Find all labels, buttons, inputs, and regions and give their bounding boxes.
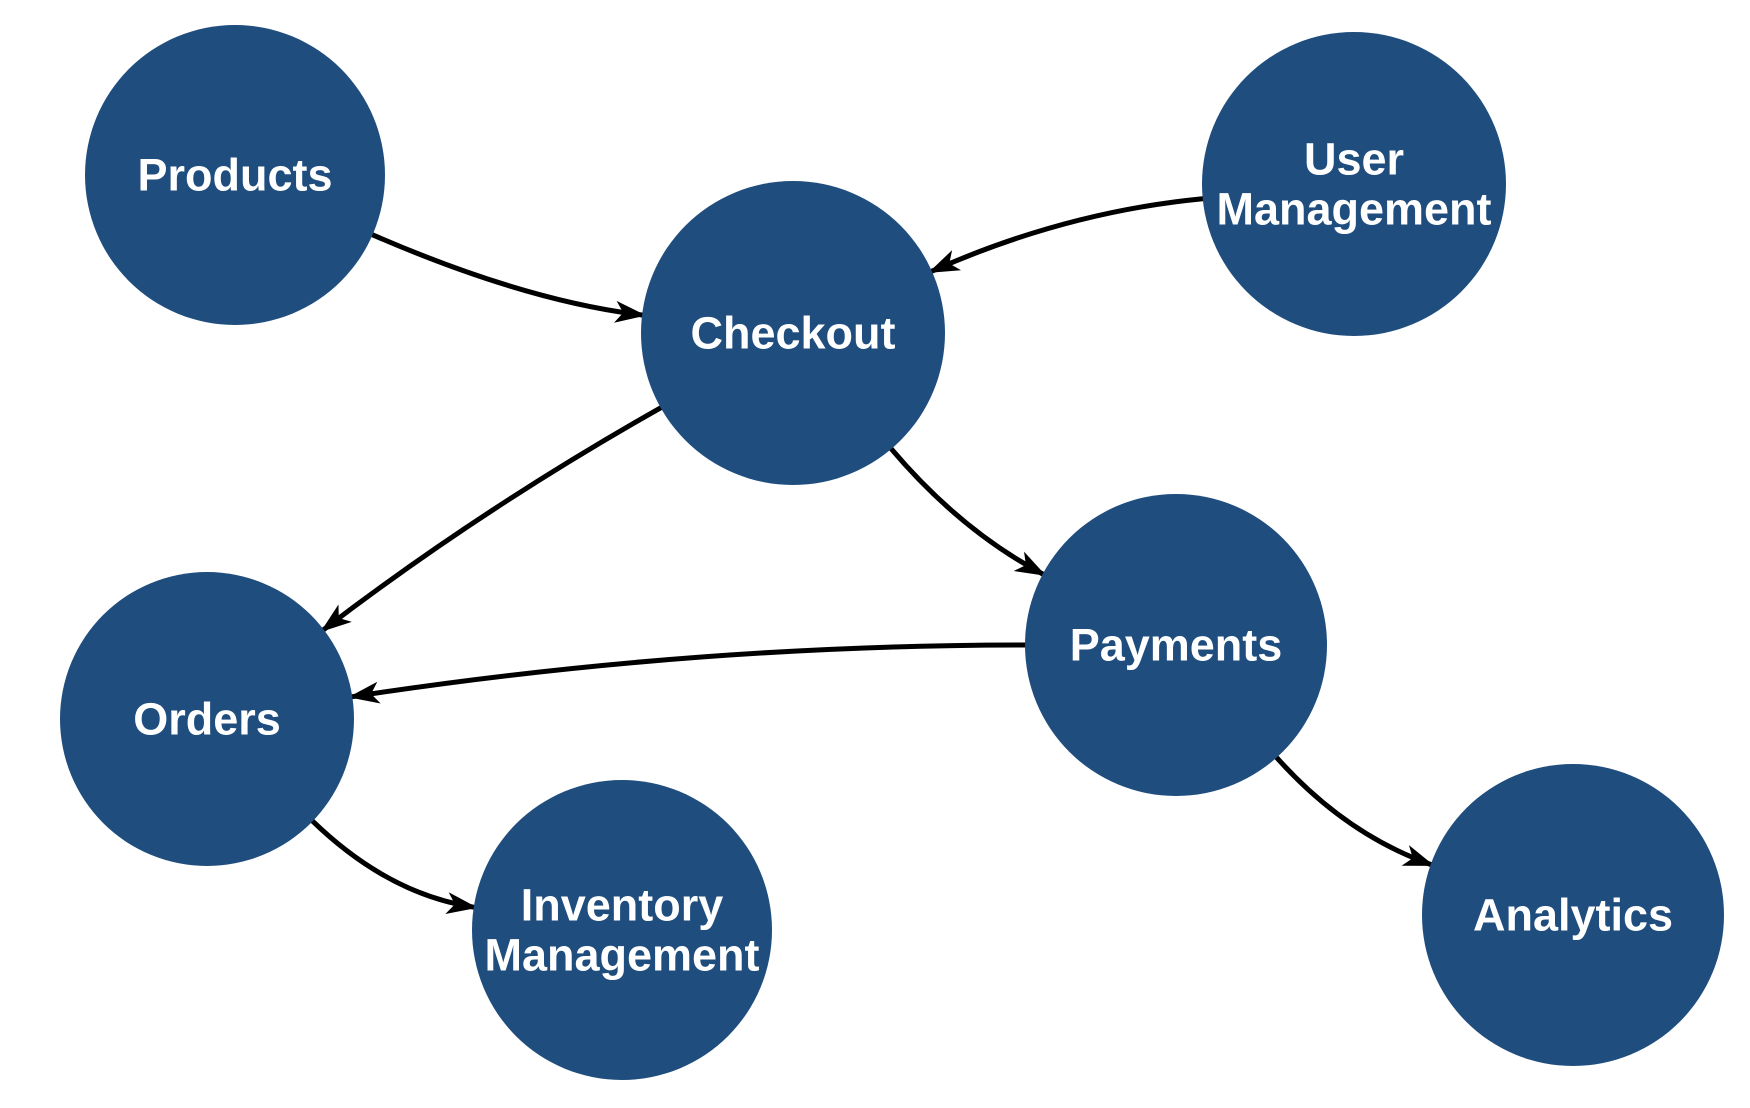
node-products-circle[interactable] — [85, 25, 385, 325]
node-products[interactable]: Products — [85, 25, 385, 325]
node-payments-label-line-1: Payments — [1070, 620, 1283, 671]
edge-payments-to-analytics — [1274, 755, 1435, 867]
node-payments-label: Payments — [1070, 620, 1283, 671]
node-analytics-label: Analytics — [1473, 890, 1673, 941]
node-checkout-circle[interactable] — [641, 181, 945, 485]
edges-layer — [310, 196, 1435, 914]
node-products-label: Products — [137, 150, 332, 201]
node-analytics-label-line-1: Analytics — [1473, 890, 1673, 941]
edge-checkout-to-payments — [888, 446, 1047, 577]
node-orders-circle[interactable] — [60, 572, 354, 866]
node-inventory-management-circle[interactable] — [472, 780, 772, 1080]
edge-products-to-checkout — [370, 232, 647, 323]
node-checkout-label-line-1: Checkout — [690, 308, 895, 359]
node-analytics-circle[interactable] — [1422, 764, 1724, 1066]
node-checkout-label: Checkout — [690, 308, 895, 359]
node-analytics[interactable]: Analytics — [1422, 764, 1724, 1066]
node-products-label-line-1: Products — [137, 150, 332, 201]
edge-payments-to-orders — [348, 642, 1028, 704]
node-user-management-label-line-1: User — [1304, 134, 1404, 185]
node-user-management-circle[interactable] — [1202, 32, 1506, 336]
edge-orders-to-inventory-management — [310, 818, 478, 914]
node-payments-circle[interactable] — [1025, 494, 1327, 796]
node-inventory-management-label-line-1: Inventory — [521, 880, 724, 931]
node-orders-label: Orders — [133, 694, 281, 745]
edge-user-management-to-checkout — [928, 196, 1206, 274]
node-payments[interactable]: Payments — [1025, 494, 1327, 796]
node-user-management-label-line-2: Management — [1216, 184, 1491, 235]
node-orders-label-line-1: Orders — [133, 694, 281, 745]
node-inventory-management-label-line-2: Management — [484, 930, 759, 981]
edge-checkout-to-orders — [320, 405, 664, 633]
node-checkout[interactable]: Checkout — [641, 181, 945, 485]
node-orders[interactable]: Orders — [60, 572, 354, 866]
